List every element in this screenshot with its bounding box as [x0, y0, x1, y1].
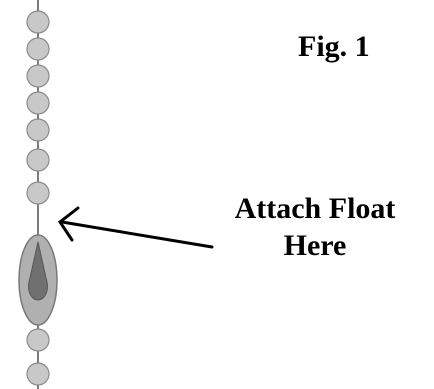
bead-chain-bottom	[26, 328, 50, 386]
figure-label: Fig. 1	[298, 30, 370, 63]
callout-line-2: Here	[283, 229, 347, 262]
arrow	[57, 206, 214, 249]
bead	[26, 362, 50, 386]
float	[18, 234, 58, 326]
bead	[26, 118, 50, 142]
bead-chain-top	[26, 10, 50, 205]
bead	[26, 148, 50, 172]
bead	[26, 181, 50, 205]
arrow-head	[57, 206, 80, 242]
bead	[26, 328, 50, 352]
bead	[26, 10, 50, 34]
bead	[26, 64, 50, 88]
arrow-shaft	[60, 220, 214, 249]
bead	[26, 37, 50, 61]
callout-text: Attach Float Here	[200, 190, 430, 264]
callout-line-1: Attach Float	[234, 192, 396, 225]
float-core	[28, 241, 48, 301]
bead	[26, 91, 50, 115]
